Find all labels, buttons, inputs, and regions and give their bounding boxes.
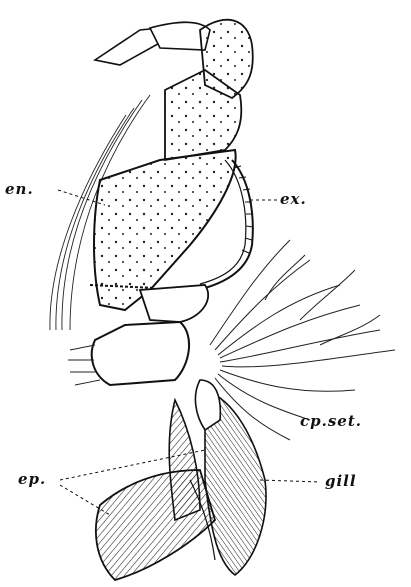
- coxopodite-plate: [68, 322, 189, 385]
- label-en: en.: [5, 180, 34, 198]
- label-ex: ex.: [280, 190, 307, 208]
- gill-mass: [195, 380, 266, 575]
- label-ep: ep.: [18, 470, 46, 488]
- label-cp-set: cp.set.: [300, 412, 362, 430]
- epipodite-plates: [96, 400, 215, 580]
- label-gill: gill: [325, 472, 357, 490]
- basipodite-segment: [140, 285, 208, 322]
